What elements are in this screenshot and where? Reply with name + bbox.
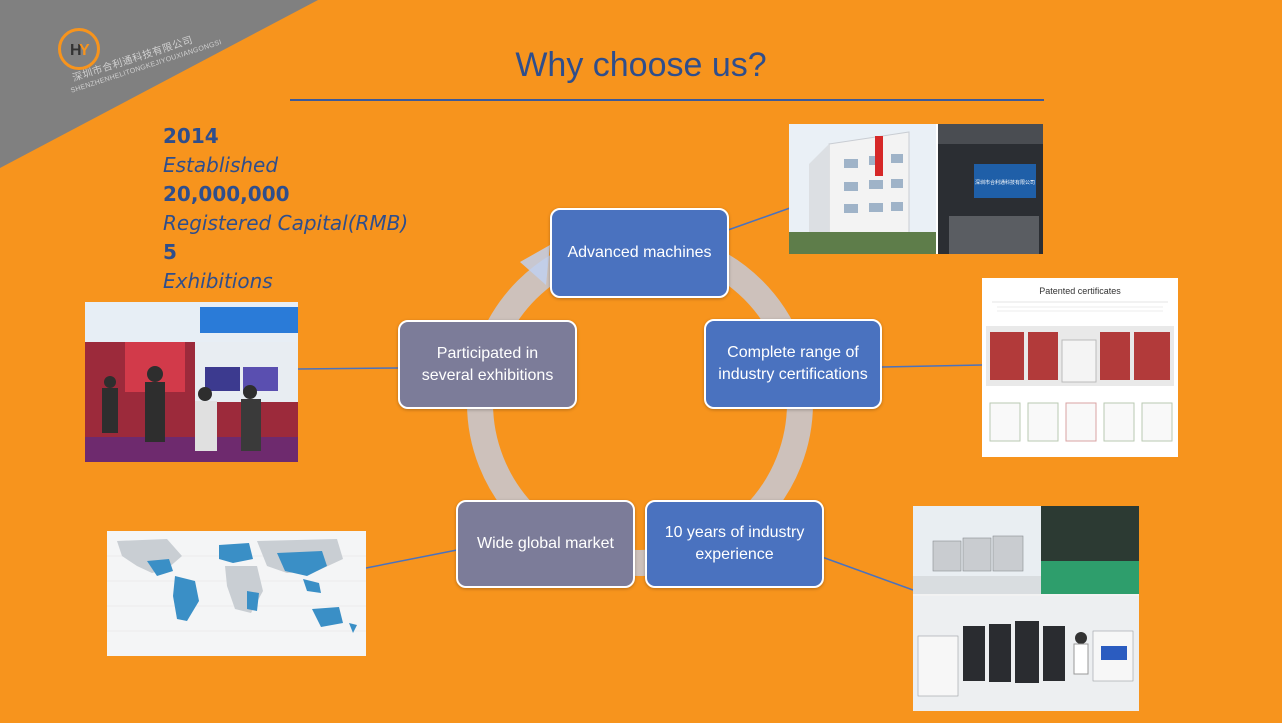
stat-established-value: 2014 [163, 124, 219, 148]
company-stats: 2014 Established 20,000,000 Registered C… [163, 122, 408, 296]
connector-market [365, 549, 458, 569]
stat-capital-value: 20,000,000 [163, 182, 290, 206]
exhibition-booth-photo [85, 302, 298, 462]
connector-advanced [727, 207, 791, 231]
title-underline [290, 99, 1044, 101]
production-line-photo [913, 506, 1139, 711]
certificates-title: Patented certificates [1039, 286, 1121, 296]
node-exhibitions: Participated in several exhibitions [398, 320, 577, 409]
stat-exhibitions-value: 5 [163, 240, 177, 264]
stat-capital-label: Registered Capital(RMB) [163, 211, 409, 235]
reception-screen-text: 深圳市合利通科技有限公司 [975, 179, 1035, 186]
factory-building-photo: 深圳市合利通科技有限公司 [789, 124, 1043, 254]
svg-text:Y: Y [79, 42, 90, 59]
node-experience: 10 years of industry experience [645, 500, 824, 588]
connector-exhibitions [297, 367, 400, 370]
cycle-arrowhead [520, 245, 550, 285]
connector-experience [821, 556, 914, 591]
node-advanced-machines: Advanced machines [550, 208, 729, 298]
company-logo-icon: H Y [58, 28, 100, 70]
connector-certifications [881, 364, 983, 368]
world-map-image [107, 531, 366, 656]
stat-established-label: Established [163, 153, 279, 177]
stat-exhibitions-label: Exhibitions [163, 269, 273, 293]
svg-text:H: H [70, 42, 82, 59]
certificates-photo: Patented certificates [982, 278, 1178, 457]
node-certifications: Complete range of industry certification… [704, 319, 882, 409]
page-title: Why choose us? [515, 46, 767, 84]
node-global-market: Wide global market [456, 500, 635, 588]
